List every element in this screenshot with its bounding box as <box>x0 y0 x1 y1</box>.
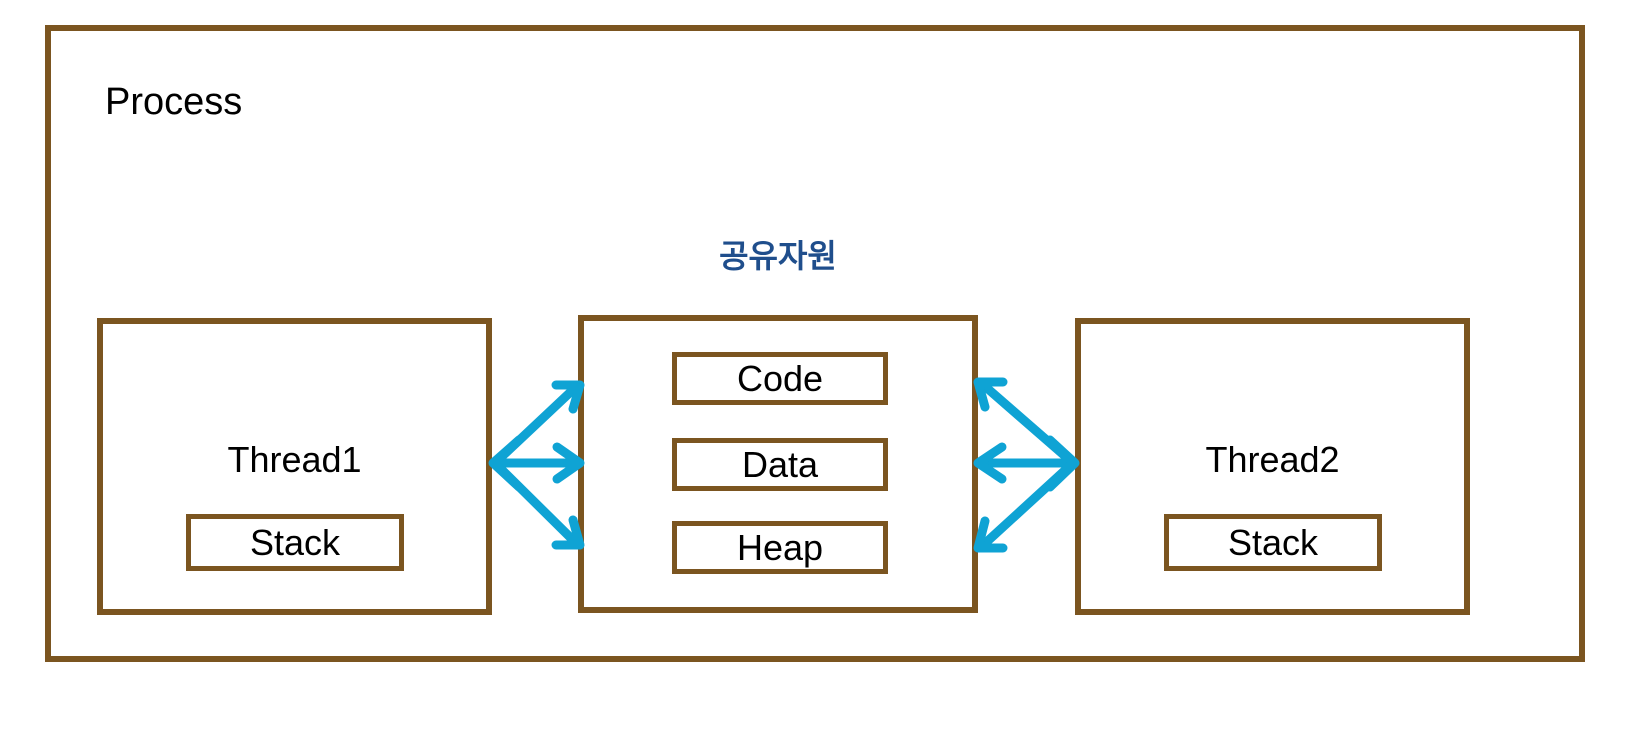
memory-segment-heap: Heap <box>672 521 888 574</box>
thread2-label: Thread2 <box>1205 439 1340 480</box>
memory-segment-code: Code <box>672 352 888 405</box>
shared-resource-title: 공유자원 <box>719 237 837 275</box>
thread1-stack-box: Stack <box>186 514 404 571</box>
memory-segment-data: Data <box>672 438 888 491</box>
thread1-label: Thread1 <box>227 439 362 480</box>
thread2-stack-box: Stack <box>1164 514 1382 571</box>
process-label: Process <box>105 81 243 123</box>
